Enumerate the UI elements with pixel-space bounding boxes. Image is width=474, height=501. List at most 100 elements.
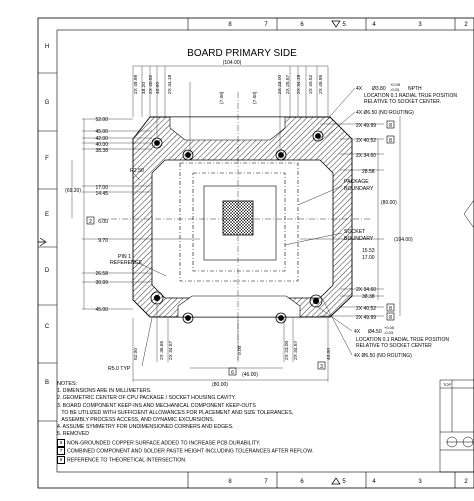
svg-text:4X Ø6.50 (NO ROUTING): 4X Ø6.50 (NO ROUTING) [354,353,412,359]
hole-bot-right [309,294,323,308]
right-note-box-labels: 8 8 8 8 [389,123,392,321]
dim-label: 40.00 [95,142,108,148]
svg-text:RELATIVE TO SOCKET CENTER: RELATIVE TO SOCKET CENTER [356,343,432,349]
border-labels: 8 7 6 5 4 3 2 8 7 6 5 4 3 2 H G F E D C … [45,22,469,485]
note-item: 2. GEOMETRIC CENTER OF CPU PACKAGE / SOC… [57,395,236,402]
row-label: G [45,100,50,106]
dim-label: 52.00 [133,348,139,360]
dim-label: 26.58 [95,271,108,277]
svg-text:8: 8 [389,315,392,321]
dim-label: 2X 40.52 [356,138,376,144]
note-item: ASSEMBLY PROCESS ACCESS, AND DYNAMIC EXC… [61,417,215,424]
col-label: 3 [418,479,422,485]
dim-label: 40.00 [326,348,332,360]
col-label: 4 [372,479,376,485]
dim-label: (7.00) [252,91,258,104]
svg-text:8: 8 [389,306,392,312]
boundary-labels: PACKAGE BOUNDARY SOCKET BOUNDARY [284,179,374,246]
dim-label: 9.70 [98,238,108,244]
dim-label: 2X 49.99 [318,74,324,94]
svg-text:4X: 4X [354,329,361,335]
note-item: 5. REMOVED [57,431,90,438]
dim-label: 42.00 [95,136,108,142]
svg-text:8: 8 [389,138,392,144]
row-label: F [45,156,49,162]
top-dim-lines [132,65,329,160]
dim-label: 2X 34.18 [296,74,302,94]
dim-label: (80.00) [212,382,228,388]
svg-text:4X: 4X [356,86,363,92]
dim-label: 15.53 [362,248,375,254]
col-label: 6 [300,479,304,485]
sheet-border [37,17,474,489]
centering-marks [38,20,341,485]
dim-label: 52.00 [95,117,108,123]
svg-text:REFERENCE: REFERENCE [110,260,143,266]
col-label: 7 [264,479,268,485]
col-label: 2 [464,22,468,28]
dim-label: 2X 49.99 [356,123,376,129]
dims-bottom: 52.00 2X 36.65 2X 34.57 0.00 2X 23.00 2X… [133,340,332,388]
svg-text:PIN 1: PIN 1 [118,254,131,260]
svg-text:+0.05: +0.05 [390,82,401,87]
centerlines [100,92,372,360]
svg-text:3: 3 [320,364,323,370]
row-label: E [45,212,49,218]
dim-label: 6.00 [98,219,108,225]
dim-label: (7.00) [219,91,225,104]
dim-label: 14.45 [95,191,108,197]
row-label: H [45,44,49,50]
dim-label: 38.38 [95,148,108,154]
svg-text:BOUNDARY: BOUNDARY [344,236,374,242]
dim-label: 2X 34.60 [356,153,376,159]
svg-text:-0.03: -0.03 [390,87,400,92]
col-label: 8 [228,479,232,485]
svg-text:NPTH: NPTH [408,86,422,92]
svg-text:LOCATION 0.1 RADIAL TRUE POSIT: LOCATION 0.1 RADIAL TRUE POSITION [356,337,449,343]
dim-label: 2X 23.00 [284,340,290,360]
dim-label: (69.20) [65,188,81,194]
svg-text:SOCKET: SOCKET [344,229,366,235]
hole-callout-bottom: 4X Ø4.50 +0.05 -0.03 LOCATION 0.1 RADIAL… [317,297,449,359]
svg-text:Ø4.50: Ø4.50 [368,329,382,335]
bottom-note-boxes [228,361,326,376]
note-item: 3. BOARD COMPONENT KEEP-INS AND MECHANIC… [57,402,256,409]
svg-text:R2.50: R2.50 [130,168,144,174]
note-box-label: 2 [89,219,92,225]
col-label: 3 [418,22,422,28]
dim-label: 30.99 [95,280,108,286]
dim-label: 2X 23.00 [277,74,283,94]
dim-label: 28.58 [362,169,375,175]
right-note-boxes [386,120,395,321]
hole-callout-top: 4X Ø3.80 +0.05 -0.03 NPTH LOCATION 0.1 R… [317,82,457,141]
dim-label: 2X 34.57 [168,340,174,360]
hole-top-mid-left [182,149,194,161]
col-label: 6 [300,22,304,28]
note-box [86,216,95,225]
left-callouts: R2.50 PIN 1 REFERENCE R5.0 TYP [108,168,167,372]
col-label: 5 [342,479,346,485]
dim-label: 2X 49.99 [133,74,139,94]
svg-text:PACKAGE: PACKAGE [344,179,369,185]
note-item: 4. ASSUME SYMMETRY FOR UNDIMENSIONED COR… [57,424,234,431]
view-symbol [463,199,474,229]
dim-label: 45.00 [95,129,108,135]
dims-top: 2X 49.99 48.20 2X 40.52 40.00 2X 34.18 2… [133,74,324,104]
col-label: 5 [342,22,346,28]
dim-label: 38.38 [362,294,375,300]
title-block [439,379,474,473]
hole-top-mid-right [275,149,287,161]
svg-text:BOUNDARY: BOUNDARY [344,186,374,192]
row-label: C [45,324,50,330]
svg-text:-0.03: -0.03 [384,330,394,335]
left-dim-lines [71,118,200,310]
svg-text:Ø3.80: Ø3.80 [372,86,386,92]
svg-text:6: 6 [231,370,234,376]
dim-label: 17.00 [362,255,375,261]
boundaries [179,162,299,282]
hole-bot-mid-left [182,312,194,324]
dim-label: 2X 34.60 [356,287,376,293]
